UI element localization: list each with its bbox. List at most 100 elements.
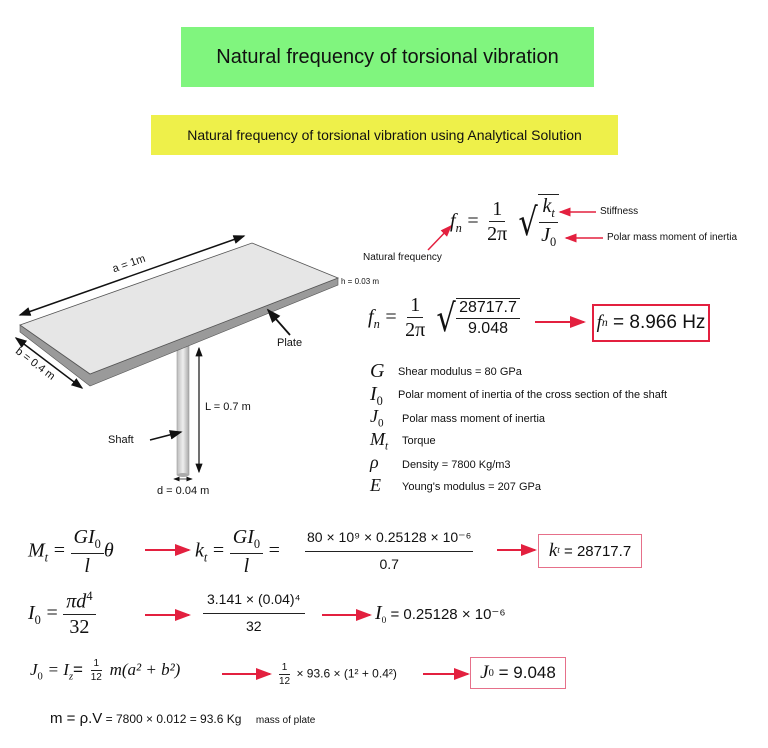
torque_row-eq-text: = xyxy=(268,539,280,562)
mass_inertia_row-eq-text: = xyxy=(73,659,83,679)
formula_general-one-text: 1 xyxy=(489,198,506,223)
inertia_row-thirty_two-text: 32 xyxy=(69,615,90,638)
formula_general-eq-text: = xyxy=(467,209,479,232)
formula_general-one-text: 1 xyxy=(407,294,424,318)
formula_general-n-text: n xyxy=(601,316,608,329)
mass_inertia_row-result-text: = 9.048 xyxy=(498,663,556,682)
symbol-J0-description: Polar mass moment of inertia xyxy=(402,413,546,425)
b-dimension-arrow xyxy=(14,337,84,389)
torque_row-eq-text: = xyxy=(212,539,225,562)
torque_row-l-text: l xyxy=(243,554,250,577)
torque_row-t-text: t xyxy=(557,546,560,556)
shaft-label: Shaft xyxy=(108,434,134,446)
symbols-4-sym-text: ρ xyxy=(370,452,379,472)
torque_row-l-text: l xyxy=(84,554,90,577)
torque_row-GI-text: GI xyxy=(73,526,95,548)
inertia_row-I-text: I xyxy=(375,602,382,624)
formula_general-two_pi-text: 2π xyxy=(487,223,508,246)
page-title: Natural frequency of torsional vibration xyxy=(181,27,594,87)
mass_inertia_row-J-text: J xyxy=(30,659,38,679)
inertia_row-zero-text: 0 xyxy=(34,613,41,628)
torque_row-numerator-text: 80 × 10⁹ × 0.25128 × 10⁻⁶ xyxy=(305,529,474,553)
symbol-J0: J0 xyxy=(370,406,384,430)
formula_general-eq-text: = xyxy=(385,305,397,328)
symbols-3-sub-text: t xyxy=(385,440,389,453)
mass_row-calc-text: = 7800 × 0.012 = 93.6 Kg xyxy=(102,712,242,726)
inertia_row-denominator-text: 32 xyxy=(246,618,262,635)
symbol-G-description: Shear modulus = 80 GPa xyxy=(398,366,522,378)
mass_inertia_row-zero-text: 0 xyxy=(37,671,43,683)
formula_numeric-denominator-text: 9.048 xyxy=(467,319,508,337)
mass_inertia_row-zero-text: 0 xyxy=(488,667,494,679)
stiffness-calculation: 80 × 10⁹ × 0.25128 × 10⁻⁶ 0.7 xyxy=(305,529,474,573)
mass_row-note-text: mass of plate xyxy=(255,715,316,726)
plate-label: Plate xyxy=(277,337,303,349)
torque_row-denominator-text: 0.7 xyxy=(379,556,399,573)
mass_inertia_row-m_expr-text: m(a² + b²) xyxy=(109,659,181,679)
shaft-pointer-arrow xyxy=(149,430,183,441)
inertia_row-eq-text: = xyxy=(46,602,58,625)
mass_inertia_row-calc-text: × 93.6 × (1² + 0.4²) xyxy=(296,666,397,681)
formula_general-f-text: f xyxy=(596,312,602,333)
torque_row-zero-text: 0 xyxy=(253,537,261,551)
symbol-rho: ρ xyxy=(370,452,379,473)
polar-inertia-calculation: 3.141 × (0.04)⁴ 32 xyxy=(203,591,305,635)
plate-pointer-arrow xyxy=(266,308,291,336)
formula_general-n-text: n xyxy=(373,316,380,331)
inertia_row-result-text: = 0.25128 × 10⁻⁶ xyxy=(390,606,506,623)
torque_row-t-text: t xyxy=(44,550,49,565)
formula_numeric-numerator-text: 28717.7 xyxy=(456,299,520,319)
inertia_row-four-text: 4 xyxy=(86,589,93,603)
inertia_row-I-text: I xyxy=(28,602,35,625)
formula_general-J-text: J xyxy=(541,223,550,246)
length-label: L = 0.7 m xyxy=(205,401,251,413)
formula_general-f-text: f xyxy=(368,305,374,328)
torque_row-eq-text: = xyxy=(53,539,65,562)
inertia_row-numerator-text: 3.141 × (0.04)⁴ xyxy=(203,591,305,615)
diameter-label: d = 0.04 m xyxy=(157,485,210,497)
symbol-E: E xyxy=(370,475,381,496)
symbols-1-sym-text: I xyxy=(370,383,377,405)
symbols-0-sym-text: G xyxy=(370,360,385,382)
symbol-I0-description: Polar moment of inertia of the cross sec… xyxy=(398,389,668,401)
mass_inertia_row-J-text: J xyxy=(480,662,489,683)
symbols-5-sym-text: E xyxy=(370,475,381,495)
stiffness-label: Stiffness xyxy=(600,206,639,217)
torque_row-k-text: k xyxy=(548,540,558,561)
torque_row-zero-text: 0 xyxy=(94,537,101,551)
mass_inertia_row-twelve-text: 12 xyxy=(279,676,291,687)
torque_row-k-text: k xyxy=(195,539,204,562)
formula_general-n-text: n xyxy=(455,220,462,235)
torque_row-theta-text: θ xyxy=(103,539,114,562)
h-dimension-label: h = 0.03 m xyxy=(341,277,380,286)
symbols-2-sym-text: J xyxy=(370,406,378,426)
a-dimension-arrow xyxy=(18,235,246,316)
torque_row-M-text: M xyxy=(28,539,45,562)
polar-mass-label: Polar mass moment of inertia xyxy=(607,232,738,243)
inertia_row-zero-text: 0 xyxy=(381,616,387,626)
formula_general-two_pi-text: 2π xyxy=(405,319,426,341)
mass_inertia_row-z-text: z xyxy=(68,671,74,683)
symbols-1-sub-text: 0 xyxy=(376,394,383,408)
natural-frequency-arrow xyxy=(427,224,453,251)
formula_numeric-result_value-text: = 8.966 Hz xyxy=(613,312,706,333)
torque_row-GI-text: GI xyxy=(232,526,254,548)
symbols-2-sub-text: 0 xyxy=(378,417,384,430)
mass_inertia_row-eq_Iz-text: = I xyxy=(47,659,69,679)
mass_row-m_eq-text: m = ρ.V xyxy=(50,710,103,727)
symbols-3-sym-text: M xyxy=(370,429,385,449)
formula_general-t-text: t xyxy=(551,206,555,220)
symbol-Mt: Mt xyxy=(370,429,388,453)
formula_general-k-text: k xyxy=(542,195,552,217)
